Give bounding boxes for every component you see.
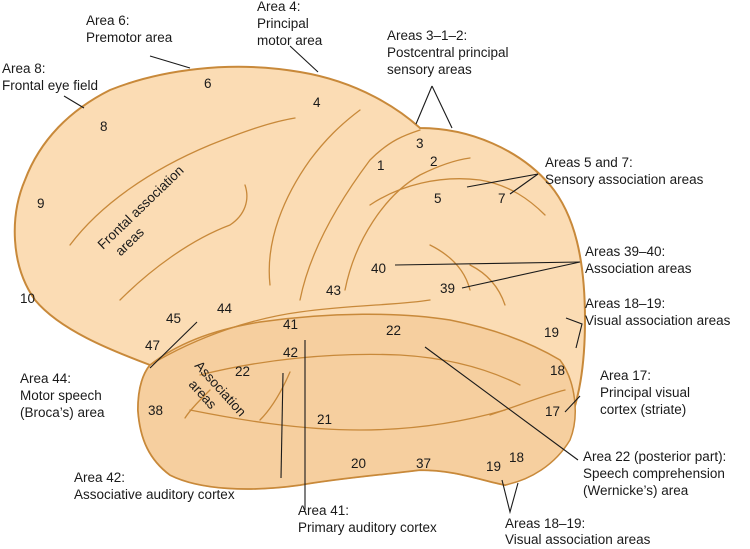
area-number: 9	[37, 196, 45, 211]
area-number: 39	[440, 281, 455, 296]
callout-area1819-right: Areas 18–19: Visual association areas	[585, 296, 731, 328]
area-number: 42	[283, 345, 298, 360]
area-number: 19	[544, 325, 559, 340]
superior-temporal-sulcus	[199, 353, 521, 386]
temporal-branch-2	[184, 389, 211, 419]
callout-area22: Area 22 (posterior part): Speech compreh…	[583, 449, 730, 498]
callout-area42: Area 42: Associative auditory cortex	[74, 470, 235, 502]
area-number: 7	[498, 191, 506, 206]
callout-area4: Area 4: Principal motor area	[257, 0, 323, 48]
area-number: 44	[217, 301, 233, 316]
area-number: 47	[145, 338, 160, 353]
central-sulcus	[299, 129, 421, 301]
area-number: 41	[283, 317, 298, 332]
area-number: 22	[235, 364, 250, 379]
superior-frontal-sulcus	[69, 117, 296, 246]
area-number: 40	[371, 261, 386, 276]
postcentral-sulcus	[344, 157, 471, 291]
precentral-sulcus	[268, 109, 361, 286]
area-number: 37	[416, 456, 431, 471]
temporal-lobe	[137, 313, 576, 490]
area-number: 17	[545, 404, 560, 419]
area-number: 8	[100, 119, 108, 134]
area-number: 21	[317, 412, 332, 427]
callout-area6: Area 6: Premotor area	[86, 13, 173, 45]
area-number: 6	[204, 76, 212, 91]
area-number: 5	[434, 191, 442, 206]
supramarginal-sulcus	[469, 264, 506, 306]
occipital-sulcus	[489, 389, 566, 416]
callout-area57: Areas 5 and 7: Sensory association areas	[545, 155, 704, 187]
callout-area312: Areas 3–1–2: Postcentral principal senso…	[387, 28, 512, 77]
callout-area44: Area 44: Motor speech (Broca’s) area	[20, 371, 106, 420]
area-number: 20	[351, 456, 366, 471]
inferior-frontal-sulcus	[119, 184, 248, 301]
area-number: 10	[20, 291, 35, 306]
intraparietal-sulcus	[369, 178, 546, 216]
area-number: 45	[166, 311, 181, 326]
area-number: 18	[550, 363, 565, 378]
area-number: 19	[486, 459, 501, 474]
leader-lines	[63, 45, 583, 515]
area-number: 43	[326, 283, 341, 298]
lateral-sulcus	[149, 299, 431, 366]
inferior-temporal-sulcus	[189, 409, 506, 431]
area-number: 3	[416, 136, 424, 151]
area-numbers: 6 4 8 3 1 2 5 7 9 40 39 10 43 45 44 41 2…	[20, 76, 565, 474]
area-number: 18	[509, 450, 524, 465]
area-number: 1	[377, 158, 385, 173]
area-number: 38	[148, 403, 163, 418]
area-number: 2	[430, 154, 438, 169]
callout-area1819-bottom: Areas 18–19: Visual association areas	[505, 516, 651, 547]
callout-area41: Area 41: Primary auditory cortex	[298, 503, 437, 535]
area-number: 22	[386, 323, 401, 338]
area-number: 4	[313, 95, 321, 110]
callout-area8: Area 8: Frontal eye field	[2, 61, 98, 93]
callout-area3940: Areas 39–40: Association areas	[585, 244, 692, 276]
callout-area17: Area 17: Principal visual cortex (striat…	[600, 368, 694, 417]
temporal-branch	[259, 371, 291, 421]
